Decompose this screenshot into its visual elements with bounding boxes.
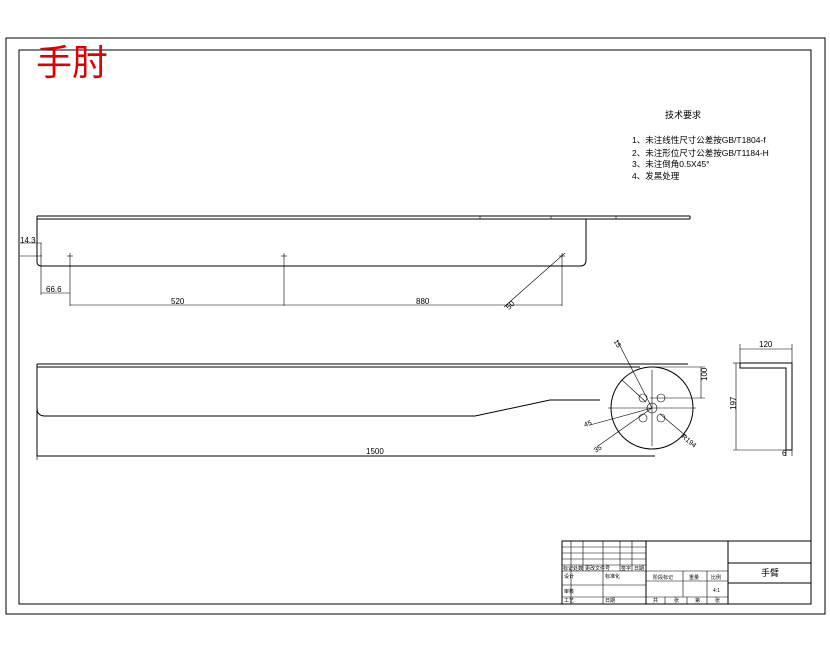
tb-scale: 比例 — [711, 574, 721, 581]
dim-45: 45 — [583, 420, 593, 429]
tb-sheet2: 张 — [715, 597, 720, 604]
tb-process: 工艺 — [564, 598, 574, 604]
part-name: 手臂 — [761, 567, 779, 578]
tech-item-4: 4、发黑处理 — [632, 171, 680, 181]
tb-date: 日期 — [634, 566, 644, 572]
plan-view: 100 15 45 35 R194 1500 — [36, 339, 709, 460]
tb-sign: 签字 — [621, 565, 631, 572]
inner-frame — [18, 49, 812, 605]
dim-520: 520 — [171, 297, 185, 306]
tb-mark: 标记 — [563, 565, 573, 572]
dim-100: 100 — [700, 367, 709, 381]
dim-35: 35 — [593, 444, 603, 454]
tb-sheet: 张 — [674, 597, 679, 604]
tb-weight: 重量 — [689, 574, 699, 581]
outer-frame — [5, 37, 826, 615]
dim-197: 197 — [729, 396, 738, 410]
tb-approve: 日期 — [605, 598, 615, 604]
tb-total: 共 — [653, 597, 658, 604]
dim-14-3: 14.3 — [20, 236, 36, 245]
tb-stage: 阶段标记 — [653, 574, 673, 581]
dim-6: 6 — [782, 449, 787, 458]
dim-15: 15 — [612, 339, 622, 349]
dim-r194: R194 — [680, 433, 697, 449]
hole-marker-1 — [67, 253, 73, 259]
top-view: 14.3 66.6 520 880 50 — [20, 215, 691, 312]
tb-design: 设计 — [564, 573, 574, 580]
tech-requirements: 技术要求 1、未注线性尺寸公差按GB/T1804-f 2、未注形位尺寸公差按GB… — [632, 109, 769, 181]
title-block: 手臂 标记 处数 更改文件号 签字 日期 设计 标准化 审核 工艺 日期 阶段标… — [561, 540, 812, 605]
tb-standard: 标准化 — [605, 573, 620, 580]
tb-check: 审核 — [564, 588, 574, 595]
red-stamp-text: 手肘 — [36, 43, 108, 84]
tech-item-2: 2、未注形位尺寸公差按GB/T1184-H — [632, 148, 769, 158]
tech-item-1: 1、未注线性尺寸公差按GB/T1804-f — [632, 135, 766, 145]
dim-50: 50 — [504, 299, 517, 312]
tb-no: 第 — [695, 597, 700, 604]
tb-count: 处数 — [573, 565, 583, 572]
hole-marker-2 — [281, 253, 287, 259]
side-view: 120 197 6 — [729, 340, 793, 458]
tech-title: 技术要求 — [665, 109, 701, 120]
tb-scale-value: 4:1 — [713, 588, 720, 594]
dim-1500: 1500 — [366, 447, 384, 456]
tech-item-3: 3、未注倒角0.5X45° — [632, 159, 710, 169]
dim-66-6: 66.6 — [46, 285, 62, 294]
dim-880: 880 — [416, 297, 430, 306]
dim-120: 120 — [759, 340, 773, 349]
tb-doc: 更改文件号 — [585, 565, 610, 572]
